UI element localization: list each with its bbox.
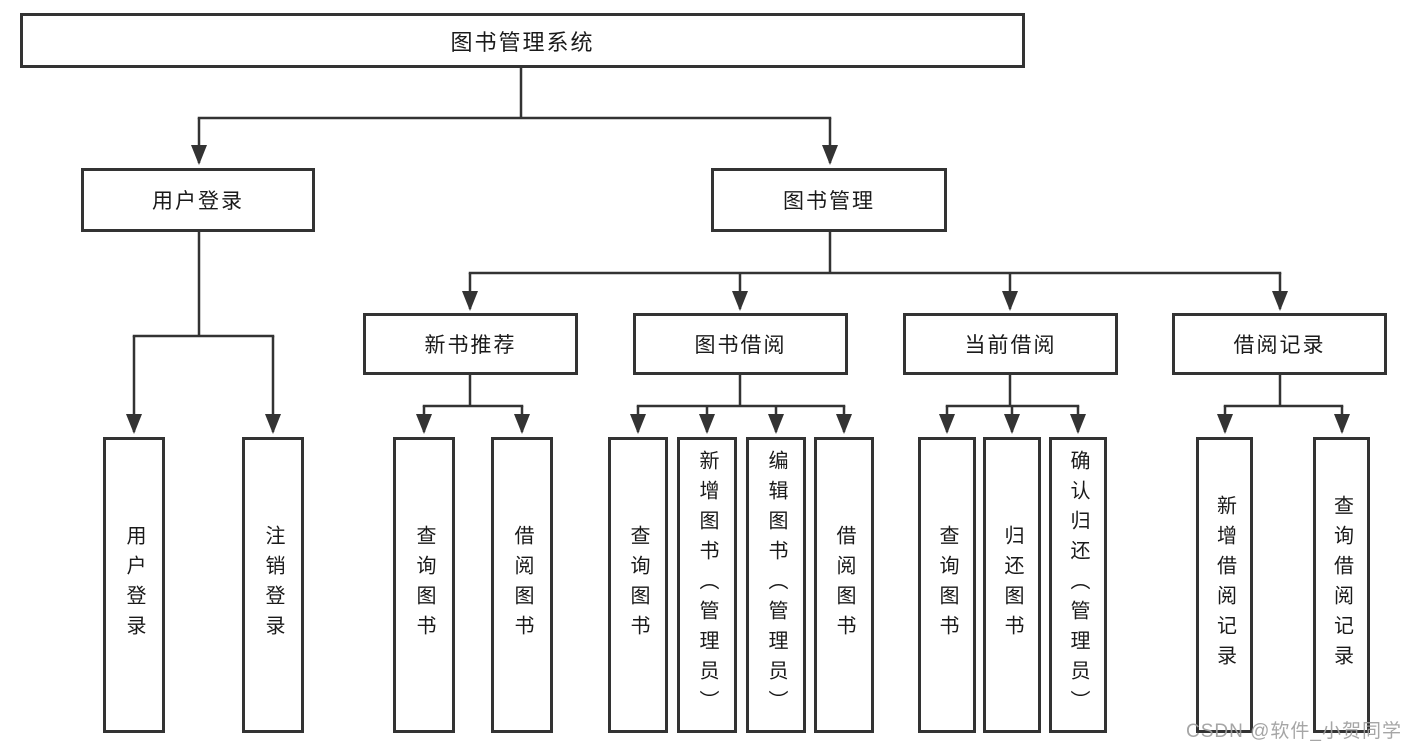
leaf-nbr-query-books: 查询图书 [393, 437, 455, 733]
node-book-borrow: 图书借阅 [633, 313, 848, 375]
leaf-br-add-record-label: 新增借阅记录 [1213, 495, 1236, 675]
leaf-logout: 注销登录 [242, 437, 304, 733]
leaf-nbr-borrow-books-label: 借阅图书 [511, 525, 533, 645]
node-user-login-label: 用户登录 [152, 190, 244, 213]
node-book-management-label: 图书管理 [783, 190, 875, 213]
leaf-br-query-record: 查询借阅记录 [1313, 437, 1370, 733]
leaf-nbr-borrow-books: 借阅图书 [491, 437, 553, 733]
node-new-book-recommend: 新书推荐 [363, 313, 578, 375]
leaf-nbr-query-books-label: 查询图书 [413, 525, 435, 645]
leaf-bb-add-books-admin-label: 新增图书（管理员） [696, 450, 718, 720]
leaf-cb-confirm-return-admin: 确认归还（管理员） [1049, 437, 1107, 733]
node-new-book-recommend-label: 新书推荐 [424, 334, 517, 357]
node-user-login: 用户登录 [81, 168, 315, 232]
node-borrow-records-label: 借阅记录 [1233, 334, 1326, 357]
leaf-cb-query-books-label: 查询图书 [936, 525, 958, 645]
leaf-cb-return-books-label: 归还图书 [1001, 525, 1023, 645]
csdn-watermark: CSDN @软件_小贺同学 [1186, 721, 1402, 742]
node-book-borrow-label: 图书借阅 [694, 334, 787, 357]
node-book-management: 图书管理 [711, 168, 947, 232]
leaf-cb-confirm-return-admin-label: 确认归还（管理员） [1067, 450, 1089, 720]
leaf-user-login-label: 用户登录 [123, 525, 145, 645]
node-current-borrow-label: 当前借阅 [964, 334, 1057, 357]
leaf-bb-query-books-label: 查询图书 [627, 525, 649, 645]
node-current-borrow: 当前借阅 [903, 313, 1118, 375]
leaf-bb-query-books: 查询图书 [608, 437, 668, 733]
leaf-bb-edit-books-admin-label: 编辑图书（管理员） [765, 450, 787, 720]
node-library-system-label: 图书管理系统 [450, 29, 595, 55]
leaf-logout-label: 注销登录 [262, 525, 284, 645]
leaf-bb-add-books-admin: 新增图书（管理员） [677, 437, 737, 733]
leaf-br-add-record: 新增借阅记录 [1196, 437, 1253, 733]
node-library-system: 图书管理系统 [20, 13, 1025, 68]
leaf-bb-edit-books-admin: 编辑图书（管理员） [746, 437, 806, 733]
node-borrow-records: 借阅记录 [1172, 313, 1387, 375]
leaf-cb-query-books: 查询图书 [918, 437, 976, 733]
leaf-bb-borrow-books-label: 借阅图书 [833, 525, 855, 645]
leaf-user-login: 用户登录 [103, 437, 165, 733]
leaf-br-query-record-label: 查询借阅记录 [1330, 495, 1353, 675]
leaf-bb-borrow-books: 借阅图书 [814, 437, 874, 733]
leaf-cb-return-books: 归还图书 [983, 437, 1041, 733]
